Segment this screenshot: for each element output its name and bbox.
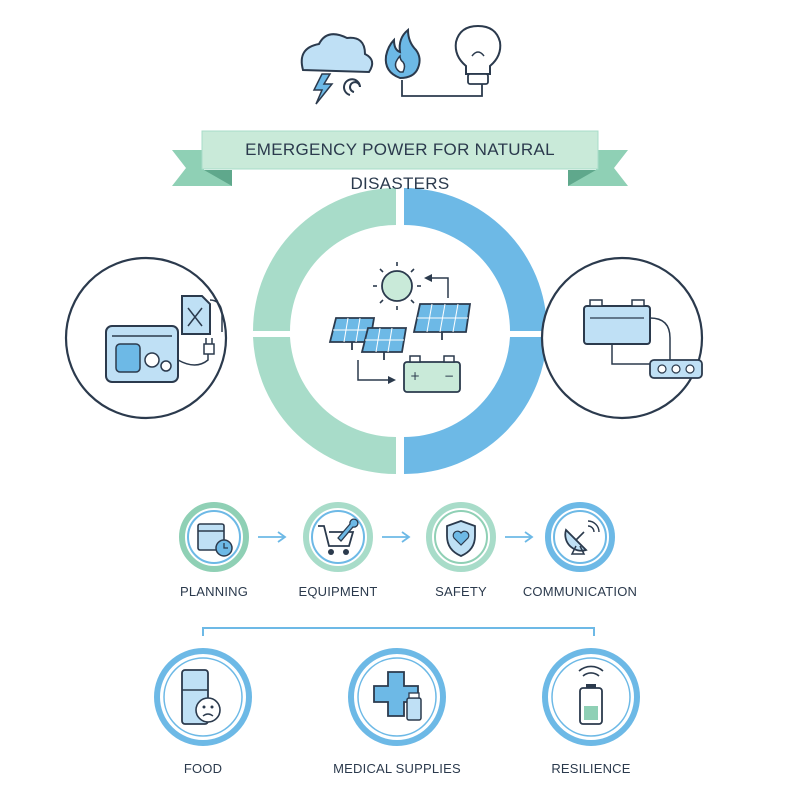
battery-icon: + − [403, 355, 461, 393]
step-label-safety: SAFETY [435, 584, 487, 599]
page-title: EMERGENCY POWER FOR NATURAL DISASTERS [245, 140, 555, 193]
satellite-dish-icon [564, 520, 600, 555]
svg-text:−: − [444, 369, 454, 383]
arrow-head [388, 376, 396, 384]
solar-panel-icon [360, 327, 408, 360]
solar-panel-icon [412, 303, 472, 340]
arrow-line [428, 277, 449, 298]
outcomes-bracket [202, 627, 595, 636]
solar-panel-icon [328, 317, 376, 350]
fire-icon [384, 27, 421, 80]
shield-heart-icon [446, 520, 476, 557]
cable-line [611, 317, 671, 368]
arrow-line [357, 360, 390, 381]
outcome-label-resilience: RESILIENCE [551, 761, 631, 776]
central-ring [253, 188, 547, 475]
light-bulb-icon [454, 24, 502, 85]
arrow-head [424, 274, 432, 282]
sun-icon [373, 262, 421, 310]
step-communication [545, 502, 615, 572]
outcome-label-medical-supplies: MEDICAL SUPPLIES [333, 761, 461, 776]
step-equipment [303, 502, 373, 572]
outcome-label-food: FOOD [183, 761, 223, 776]
svg-text:+: + [410, 369, 420, 383]
car-battery-icon [583, 299, 651, 345]
wire-line [401, 80, 483, 97]
power-strip-icon [649, 359, 703, 379]
cart-tools-icon [318, 518, 359, 555]
calendar-clock-icon [197, 523, 233, 557]
power-plug-icon [177, 338, 215, 366]
fridge-sad-face-icon [181, 669, 221, 725]
outcome-medical-supplies [348, 648, 446, 746]
step-label-communication: COMMUNICATION [522, 584, 638, 599]
battery-signal-icon [578, 665, 604, 725]
fuel-can-icon [181, 295, 223, 335]
storm-cloud-icon [300, 33, 374, 105]
step-planning [179, 502, 249, 572]
medical-cross-icon [373, 671, 422, 721]
outcome-food [154, 648, 252, 746]
generator-icon [105, 325, 179, 383]
step-label-equipment: EQUIPMENT [298, 584, 378, 599]
outcome-resilience [542, 648, 640, 746]
title-banner [172, 130, 628, 186]
step-arrows [258, 531, 534, 543]
step-label-planning: PLANNING [179, 584, 249, 599]
step-safety [426, 502, 496, 572]
